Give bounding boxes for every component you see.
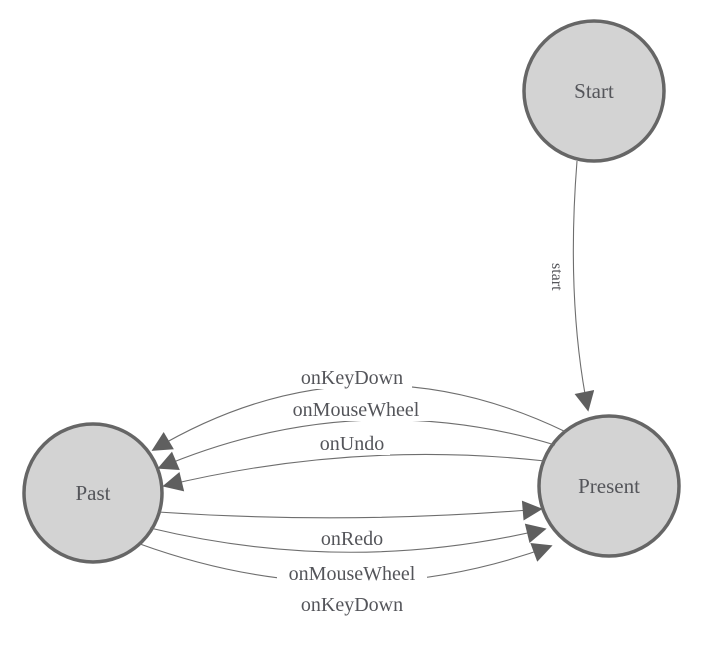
node-past-circle[interactable] xyxy=(22,422,164,564)
label-bg xyxy=(292,366,412,389)
edge-label-start-text: start xyxy=(548,263,565,291)
edge-label-onundo: onUndo xyxy=(314,432,390,455)
node-present-circle[interactable] xyxy=(537,414,681,558)
node-start-circle[interactable] xyxy=(522,19,666,163)
edge-label-onmousewheel-top-text: onMouseWheel xyxy=(293,399,420,421)
node-start-label: Start xyxy=(574,79,614,103)
edge-label-onredo-text: onRedo xyxy=(321,528,383,550)
label-bg xyxy=(292,593,412,616)
label-bg xyxy=(314,432,390,455)
label-bg xyxy=(281,398,431,421)
label-bg xyxy=(277,562,427,585)
node-present[interactable]: Present xyxy=(537,414,681,558)
edge-label-onmousewheel-bottom: onMouseWheel xyxy=(277,562,427,585)
edge-past-to-present-onmousewheel xyxy=(149,523,547,553)
edge-label-onkeydown-top-text: onKeyDown xyxy=(301,367,403,389)
edge-label-onmousewheel-top: onMouseWheel xyxy=(281,398,431,421)
edge-label-start: start xyxy=(548,263,565,291)
edge-label-onundo-text: onUndo xyxy=(320,433,384,455)
edge-label-onkeydown-top: onKeyDown xyxy=(292,366,412,389)
node-past-label: Past xyxy=(75,481,110,505)
edge-label-onkeydown-bottom-text: onKeyDown xyxy=(301,594,403,616)
edge-label-onkeydown-bottom: onKeyDown xyxy=(292,593,412,616)
edge-present-to-past-onundo xyxy=(162,453,546,492)
node-start[interactable]: Start xyxy=(522,19,666,163)
edge-past-to-present-onredo xyxy=(157,500,543,521)
node-past[interactable]: Past xyxy=(22,422,164,564)
node-present-label: Present xyxy=(578,474,640,498)
edge-label-onmousewheel-bottom-text: onMouseWheel xyxy=(289,563,416,585)
label-bg xyxy=(315,527,389,550)
edge-start-to-present xyxy=(572,160,595,412)
edge-label-onredo: onRedo xyxy=(315,527,389,550)
